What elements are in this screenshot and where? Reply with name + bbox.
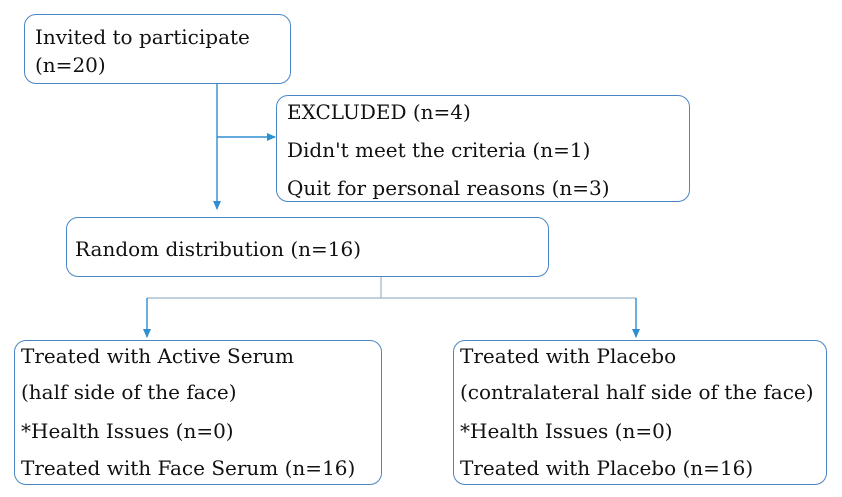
active-line4: Treated with Face Serum (n=16) [21, 456, 356, 480]
active-line3: *Health Issues (n=0) [21, 419, 234, 443]
active-line1: Treated with Active Serum [21, 344, 294, 368]
random-distribution-box: Random distribution (n=16) [66, 217, 549, 277]
active-serum-box: Treated with Active Serum (half side of … [14, 340, 382, 485]
excluded-box: EXCLUDED (n=4) Didn't meet the criteria … [276, 95, 690, 202]
placebo-line4: Treated with Placebo (n=16) [460, 456, 754, 480]
active-line2: (half side of the face) [21, 380, 237, 404]
placebo-line3: *Health Issues (n=0) [460, 419, 673, 443]
excluded-reason-personal: Quit for personal reasons (n=3) [287, 176, 610, 200]
excluded-reason-criteria: Didn't meet the criteria (n=1) [287, 138, 591, 162]
invited-box: Invited to participate (n=20) [24, 14, 291, 84]
invited-line2: (n=20) [35, 53, 106, 77]
random-distribution-label: Random distribution (n=16) [75, 237, 362, 261]
excluded-title: EXCLUDED (n=4) [287, 100, 471, 124]
placebo-line2: (contralateral half side of the face) [460, 380, 814, 404]
placebo-line1: Treated with Placebo [460, 344, 677, 368]
invited-line1: Invited to participate [35, 25, 250, 49]
placebo-box: Treated with Placebo (contralateral half… [453, 340, 827, 485]
